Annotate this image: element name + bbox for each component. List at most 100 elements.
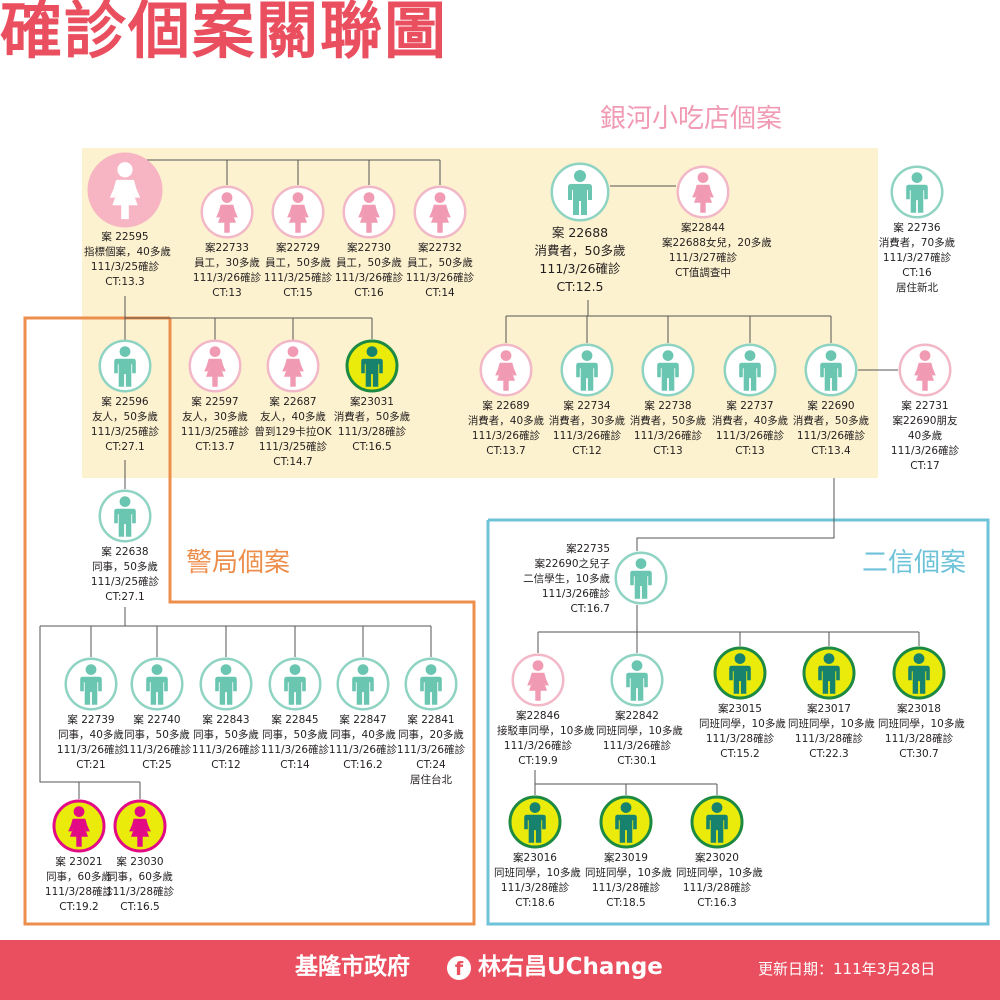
case-label-line: 案22688女兒，20多歲	[662, 237, 772, 249]
female-person-icon	[271, 185, 325, 239]
case-label-line: 111/3/26確診	[396, 744, 466, 756]
facebook-icon: f	[447, 956, 471, 980]
case-label-line: 同事，40多歲	[330, 729, 396, 741]
case-label-line: 案 22737	[726, 400, 774, 412]
case-label-line: CT:18.6	[515, 897, 555, 909]
case-label-line: 案22690朋友	[892, 415, 958, 427]
case-label-line: 案 22687	[269, 396, 317, 408]
case-label-line: CT:19.9	[518, 755, 558, 767]
male-person-icon	[802, 646, 856, 700]
case-label-line: 二信學生，10多歲	[523, 573, 610, 585]
case-label-line: 案 22843	[202, 714, 250, 726]
case-label-line: 案 22847	[339, 714, 387, 726]
case-label-line: 友人，30多歲	[182, 411, 248, 423]
case-label-line: 111/3/26確診	[541, 588, 610, 600]
male-person-icon	[130, 657, 184, 711]
case-label-line: 同班同學，10多歲	[676, 867, 763, 879]
case-label-line: 案22729	[276, 242, 320, 254]
case-label-line: CT:21	[76, 759, 106, 771]
case-label-line: 111/3/25確診	[263, 272, 333, 284]
case-label-line: 111/3/26確診	[471, 430, 541, 442]
case-label-line: 111/3/25確診	[90, 426, 160, 438]
male-person-icon	[713, 646, 767, 700]
case-label-line: 案 22688	[551, 225, 609, 240]
male-person-icon	[98, 489, 152, 543]
case-label-line: 消費者，50多歲	[792, 415, 870, 427]
male-person-icon	[599, 795, 653, 849]
case-label-line: CT:13.4	[811, 445, 851, 457]
case-label-line: 案 22841	[407, 714, 455, 726]
case-label-line: 曾到129卡拉OK	[254, 426, 332, 438]
case-label-line: 案23017	[807, 703, 851, 715]
case-label-line: 接駁車同學，10多歲	[497, 725, 595, 737]
male-person-icon	[98, 339, 152, 393]
case-label-line: 111/3/27確診	[668, 252, 738, 264]
case-label-line: 同班同學，10多歲	[596, 725, 683, 737]
case-label-line: 111/3/26確診	[890, 445, 960, 457]
female-person-icon	[200, 185, 254, 239]
case-label-line: 員工，50多歲	[336, 257, 402, 269]
male-person-icon	[345, 339, 399, 393]
case-label-line: CT:16	[902, 267, 932, 279]
female-person-icon	[898, 343, 952, 397]
case-label-line: 消費者，50多歲	[333, 411, 411, 423]
case-label-line: 111/3/28確診	[591, 882, 661, 894]
case-label-line: 同班同學，10多歲	[878, 718, 965, 730]
case-label-line: 案23031	[350, 396, 394, 408]
case-label-line: 111/3/28確診	[337, 426, 407, 438]
case-label-line: CT:14	[425, 287, 455, 299]
case-label-line: 111/3/25確診	[90, 261, 160, 273]
case-label-line: 同班同學，10多歲	[585, 867, 672, 879]
case-label-line: 同事，50多歲	[124, 729, 190, 741]
case-label-line: 同班同學，10多歲	[699, 718, 786, 730]
case-label-line: 111/3/26確診	[552, 430, 622, 442]
female-person-icon	[413, 185, 467, 239]
case-label-line: 案 22638	[101, 546, 149, 558]
case-label-line: 居住台北	[410, 774, 452, 786]
case-label-line: 案23015	[718, 703, 762, 715]
case-label-line: 案 22734	[563, 400, 611, 412]
case-label-line: 案 22595	[101, 231, 149, 243]
case-label-line: 消費者，40多歲	[711, 415, 789, 427]
case-label-line: 案22733	[205, 242, 249, 254]
case-label-line: CT:15	[283, 287, 313, 299]
male-person-icon	[723, 343, 777, 397]
case-label-line: 同事，50多歲	[193, 729, 259, 741]
case-label-line: 案 22736	[893, 222, 941, 234]
case-label-line: 案22844	[681, 222, 725, 234]
case-label-line: 111/3/26確診	[503, 740, 573, 752]
case-label-line: 案22846	[516, 710, 560, 722]
case-label-line: 案23016	[513, 852, 557, 864]
case-label-line: 111/3/28確診	[705, 733, 775, 745]
footer-government: 基隆市政府	[295, 954, 410, 980]
male-person-icon	[550, 162, 610, 222]
